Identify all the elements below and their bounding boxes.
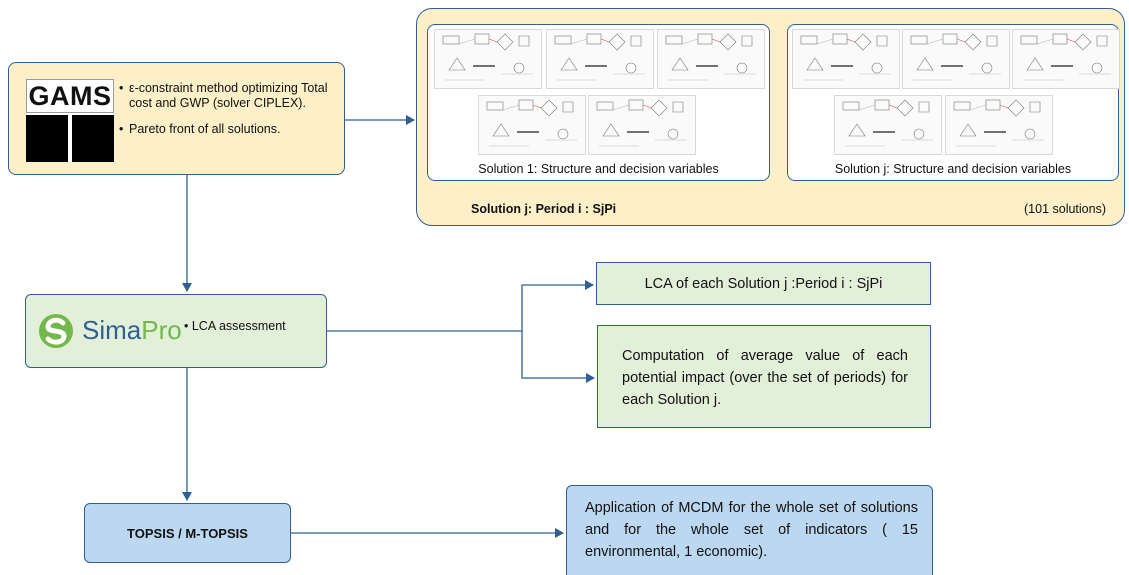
structure-sketch xyxy=(486,99,577,147)
gams-logo: GAMS xyxy=(26,79,114,162)
structure-diagram-thumbnail xyxy=(792,29,900,89)
structure-diagram-thumbnail xyxy=(1012,29,1120,89)
simapro-box: SimaPro • LCA assessment xyxy=(25,294,327,368)
solution-card: Solution j: Structure and decision varia… xyxy=(787,24,1120,181)
lca-text: LCA of each Solution j :Period i : SjPi xyxy=(644,275,883,292)
gams-bullet: ε-constraint method optimizing Total cos… xyxy=(119,81,329,111)
simapro-logo-text: SimaPro xyxy=(82,315,182,345)
gams-box: GAMS ε-constraint method optimizing Tota… xyxy=(8,62,345,175)
solution-card: Solution 1: Structure and decision varia… xyxy=(427,24,770,181)
structure-diagram-thumbnail xyxy=(902,29,1010,89)
computation-box: Computation of average value of each pot… xyxy=(597,325,931,428)
structure-diagram-thumbnail xyxy=(834,95,942,155)
mcdm-box: Application of MCDM for the whole set of… xyxy=(566,485,933,575)
structure-sketch xyxy=(800,33,891,81)
structure-sketch xyxy=(442,33,533,81)
structure-sketch xyxy=(554,33,645,81)
mcdm-text: Application of MCDM for the whole set of… xyxy=(585,500,918,560)
arrow-to-computation xyxy=(521,331,595,383)
simapro-logo: SimaPro xyxy=(36,311,182,351)
structure-sketch xyxy=(665,33,756,81)
gams-bullet: Pareto front of all solutions. xyxy=(119,122,329,137)
structure-diagram-thumbnail xyxy=(478,95,586,155)
gams-logo-block-left xyxy=(26,115,68,162)
solutions-period-label: Solution j: Period i : SjPi xyxy=(471,202,617,216)
topsis-box: TOPSIS / M-TOPSIS xyxy=(84,503,291,563)
arrow-to-lca xyxy=(521,280,594,331)
gams-logo-text: GAMS xyxy=(26,79,114,113)
solution-caption: Solution j: Structure and decision varia… xyxy=(834,162,1072,176)
gams-bullets: ε-constraint method optimizing Total cos… xyxy=(119,81,329,148)
lca-box: LCA of each Solution j :Period i : SjPi xyxy=(596,262,931,305)
computation-text: Computation of average value of each pot… xyxy=(622,348,908,408)
structure-sketch xyxy=(1020,33,1111,81)
simapro-swirl-icon xyxy=(39,314,73,348)
solution-caption: Solution 1: Structure and decision varia… xyxy=(478,162,719,176)
structure-sketch xyxy=(953,99,1044,147)
simapro-bullet: • LCA assessment xyxy=(184,319,286,333)
structure-diagram-thumbnail xyxy=(657,29,765,89)
topsis-text: TOPSIS / M-TOPSIS xyxy=(127,525,248,541)
structure-sketch xyxy=(910,33,1001,81)
solutions-panel: Solution 1: Structure and decision varia… xyxy=(416,8,1125,226)
structure-diagram-thumbnail xyxy=(546,29,654,89)
structure-diagram-thumbnail xyxy=(588,95,696,155)
structure-diagram-thumbnail xyxy=(434,29,542,89)
structure-diagram-thumbnail xyxy=(945,95,1053,155)
gams-logo-block-right xyxy=(72,115,114,162)
structure-sketch xyxy=(596,99,687,147)
structure-sketch xyxy=(842,99,933,147)
solutions-count: (101 solutions) xyxy=(1024,202,1106,216)
